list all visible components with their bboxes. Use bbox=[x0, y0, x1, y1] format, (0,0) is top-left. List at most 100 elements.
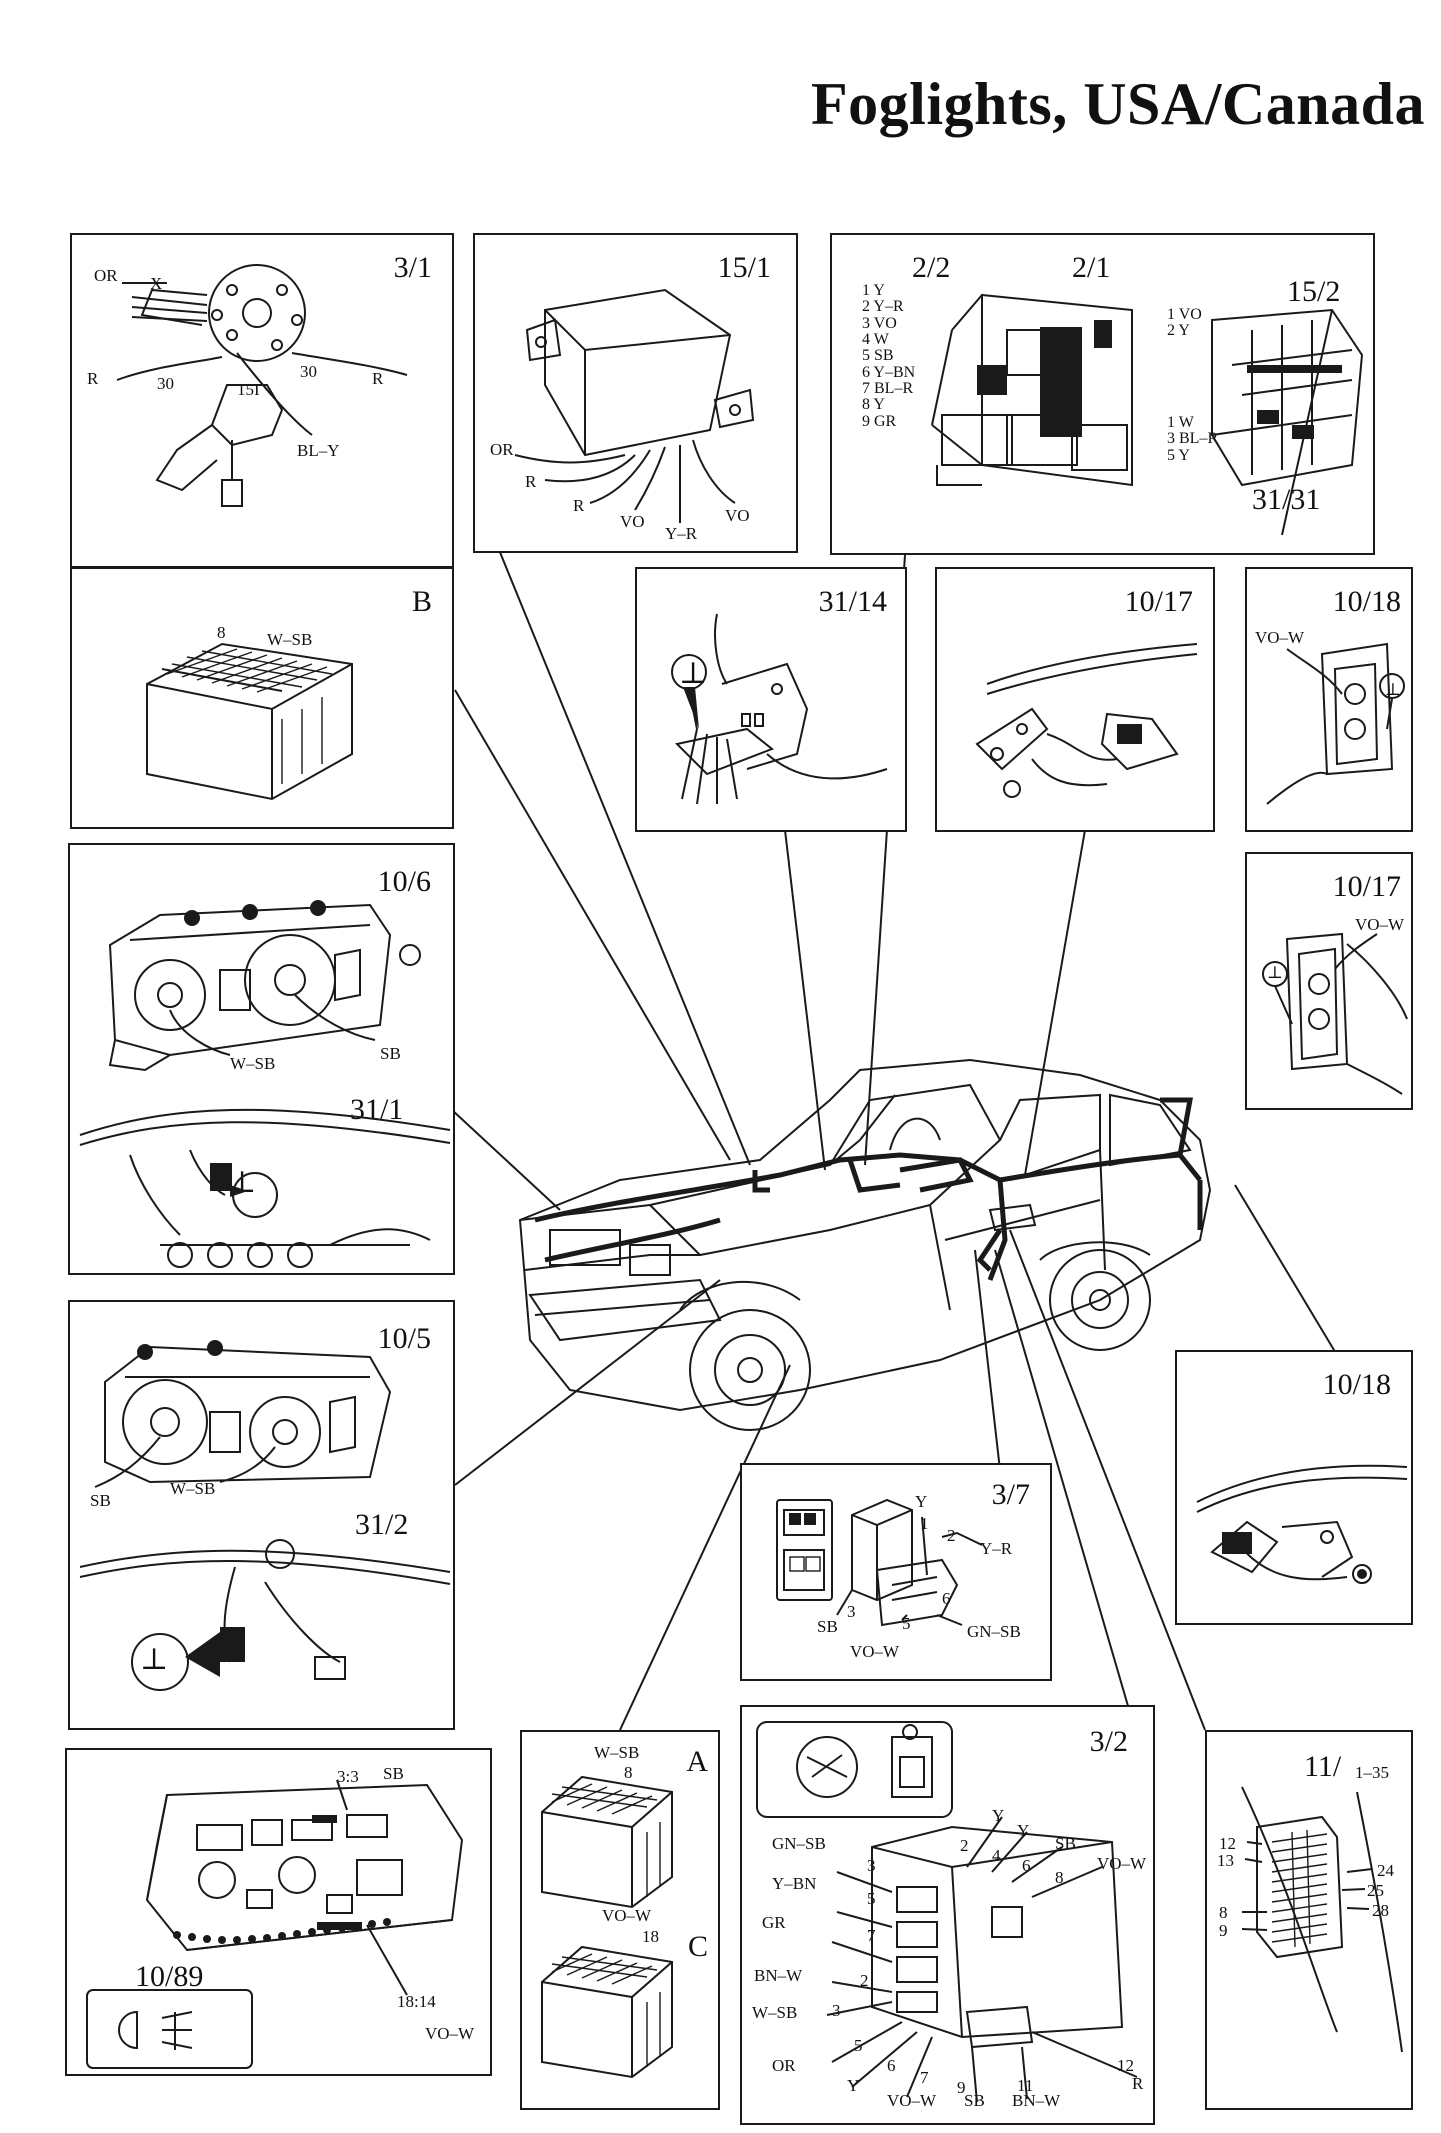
panel-ref: 15/2 bbox=[1287, 275, 1341, 308]
panel-10-89: 10/89 3:3 SB 18:14 VO–W bbox=[65, 1748, 492, 2076]
panel-ref: 10/17 bbox=[1124, 585, 1193, 618]
pin-list-left: 1 Y 2 Y–R 3 VO 4 W 5 SB 6 Y–BN 7 BL–R 8 … bbox=[862, 282, 916, 430]
pin-label: 30 bbox=[300, 362, 317, 381]
wire-label: BL–Y bbox=[297, 441, 340, 460]
pin-label: 6 bbox=[1022, 1856, 1031, 1875]
pin-item: 7 BL–R bbox=[862, 379, 914, 397]
ignition-switch-drawing bbox=[116, 264, 408, 507]
pin-label: 2 bbox=[860, 1971, 869, 1990]
fuse-number: 8 bbox=[1219, 1903, 1228, 1922]
panel-ref: 3/1 bbox=[393, 251, 432, 284]
control-module-drawing bbox=[514, 288, 755, 523]
pin-label: 3:3 bbox=[337, 1767, 359, 1786]
pin-item: 9 GR bbox=[862, 412, 897, 430]
ground-symbol: ⊥ bbox=[1267, 963, 1283, 982]
panel-10-6: 10/6 31/1 W–SB SB ⊥ bbox=[68, 843, 455, 1275]
panel-31-14: 31/14 ⊥ bbox=[635, 567, 907, 832]
wire-label: OR bbox=[94, 266, 118, 285]
panel-a-c: A C W–SB 8 VO–W 18 bbox=[520, 1730, 720, 2110]
panel-ref: 10/89 bbox=[135, 1960, 204, 1993]
panel-ref: 31/14 bbox=[818, 585, 887, 618]
wire-label: Y–R bbox=[980, 1539, 1013, 1558]
panel-3-7: 3/7 Y 1 2 Y–R 6 3 SB 5 VO–W GN–SB bbox=[740, 1463, 1052, 1681]
wire-label: VO–W bbox=[887, 2091, 937, 2110]
wire-label: W–SB bbox=[230, 1054, 276, 1073]
panel-ref: 10/17 bbox=[1332, 870, 1401, 903]
wire-label: R bbox=[87, 369, 99, 388]
panel-11: 11/ 1–35 12 13 8 9 24 25 28 bbox=[1205, 1730, 1413, 2110]
wire-label: BN–W bbox=[754, 1966, 803, 1985]
page-title: Foglights, USA/Canada bbox=[811, 71, 1425, 137]
wire-label: Y–BN bbox=[772, 1874, 817, 1893]
pin-item: 3 VO bbox=[862, 314, 897, 332]
pin-label: 18 bbox=[642, 1927, 659, 1946]
rear-light-harness-drawing bbox=[975, 643, 1198, 798]
pin-list-right-bottom: 1 W 3 BL–R 5 Y bbox=[1167, 414, 1218, 464]
pin-item: 5 Y bbox=[1167, 446, 1190, 464]
pin-label: 8 bbox=[624, 1763, 633, 1782]
panel-ref: 10/18 bbox=[1332, 585, 1401, 618]
wire-label: VO–W bbox=[850, 1642, 900, 1661]
wire-label: BN–W bbox=[1012, 2091, 1061, 2110]
headlight-assembly-drawing bbox=[79, 900, 451, 1268]
panel-ref: C bbox=[687, 1930, 708, 1963]
pin-item: 8 Y bbox=[862, 396, 885, 414]
panel-ref: A bbox=[686, 1745, 708, 1778]
ground-symbol: ⊥ bbox=[140, 1643, 169, 1676]
pin-item: 2 Y bbox=[1167, 322, 1190, 340]
tail-light-drawing bbox=[1266, 642, 1405, 805]
wire-label: VO bbox=[620, 512, 645, 531]
panel-10-17-top: 10/17 bbox=[935, 567, 1215, 832]
relay-block-drawing bbox=[931, 293, 1364, 536]
wire-label: SB bbox=[964, 2091, 985, 2110]
headlight-assembly-drawing bbox=[79, 1340, 451, 1691]
fuse-number: 28 bbox=[1372, 1901, 1389, 1920]
car-drawing bbox=[518, 1058, 1212, 1431]
pin-label: 3 bbox=[832, 2001, 841, 2020]
wire-label: SB bbox=[817, 1617, 838, 1636]
panel-ref: 11/ bbox=[1304, 1750, 1342, 1783]
pin-item: 4 W bbox=[862, 330, 889, 348]
wire-label: R bbox=[573, 496, 585, 515]
pin-label: 4 bbox=[992, 1846, 1001, 1865]
pin-label: 6 bbox=[942, 1589, 951, 1608]
pin-label: 2 bbox=[960, 1836, 969, 1855]
fuse-number: 12 bbox=[1219, 1834, 1236, 1853]
pin-item: 6 Y–BN bbox=[862, 363, 916, 381]
wire-label: Y–R bbox=[665, 524, 698, 543]
panel-3-1: 3/1 OR X R 30 15I 30 R BL–Y bbox=[70, 233, 454, 568]
connectors-a-c-drawing bbox=[541, 1775, 673, 2079]
panel-b: B 8 W–SB bbox=[70, 567, 454, 829]
wire-label: GR bbox=[762, 1913, 786, 1932]
panel-10-17-right: 10/17 VO–W ⊥ bbox=[1245, 852, 1413, 1110]
pin-label: 9 bbox=[957, 2078, 966, 2097]
pin-label: 5 bbox=[854, 2036, 863, 2055]
wire-label: W–SB bbox=[594, 1743, 640, 1762]
panel-ref-sub: 1–35 bbox=[1355, 1763, 1389, 1782]
pin-label: 1 bbox=[920, 1514, 929, 1533]
pin-label: 8 bbox=[1055, 1868, 1064, 1887]
light-switch-drawing bbox=[756, 1721, 1138, 2103]
pin-label: 7 bbox=[920, 2068, 929, 2087]
panel-ref: 3/2 bbox=[1089, 1725, 1128, 1758]
wire-label: Y bbox=[915, 1492, 928, 1511]
wire-label: VO–W bbox=[1097, 1854, 1147, 1873]
wire-label: R bbox=[372, 369, 384, 388]
wire-label: VO–W bbox=[602, 1906, 652, 1925]
panel-10-5: 10/5 31/2 SB W–SB ⊥ bbox=[68, 1300, 455, 1730]
wire-label: VO–W bbox=[1355, 915, 1405, 934]
pin-label: 30 bbox=[157, 374, 174, 393]
panel-ref: B bbox=[411, 585, 432, 618]
wire-label: VO bbox=[725, 506, 750, 525]
pin-label: 6 bbox=[887, 2056, 896, 2075]
pin-item: 1 Y bbox=[862, 282, 885, 299]
panel-10-18-top: 10/18 VO–W ⊥ bbox=[1245, 567, 1413, 832]
pin-label: 18:14 bbox=[397, 1992, 436, 2011]
panel-ref: 2/1 bbox=[1072, 251, 1111, 284]
wire-label: R bbox=[525, 472, 537, 491]
tail-light-drawing bbox=[1262, 932, 1408, 1095]
pin-list-right-top: 1 VO 2 Y bbox=[1167, 306, 1202, 340]
panel-ref: 31/2 bbox=[355, 1508, 409, 1541]
fuse-box-drawing bbox=[1241, 1786, 1403, 2053]
panel-ref: 10/5 bbox=[377, 1322, 431, 1355]
